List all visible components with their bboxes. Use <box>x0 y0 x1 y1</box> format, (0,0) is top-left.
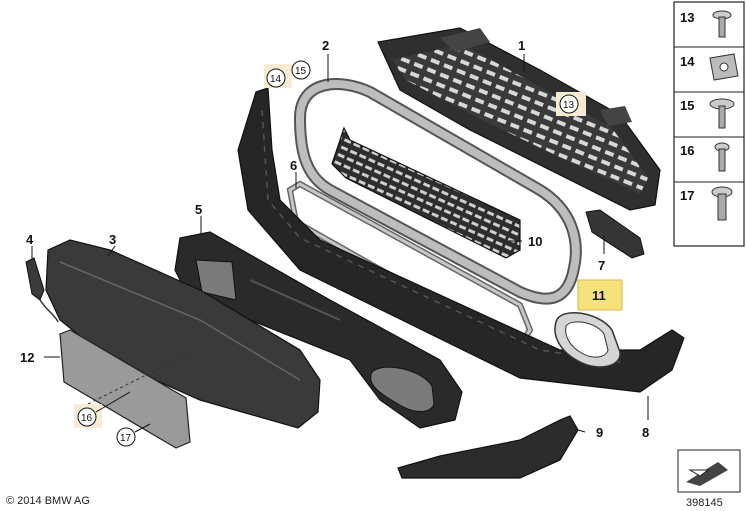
screw-13-icon <box>712 10 732 38</box>
circled-callouts: 14 15 13 16 17 <box>74 60 586 447</box>
sidebar-label-15: 15 <box>680 98 694 113</box>
part-2-grille-frame <box>293 78 582 305</box>
copyright-text: © 2014 BMW AG <box>6 495 90 507</box>
sidebar-label-17: 17 <box>680 188 694 203</box>
callout-4: 4 <box>26 232 34 247</box>
callout-5: 5 <box>195 202 202 217</box>
fastener-sidebar: 13 14 15 16 17 <box>673 1 745 247</box>
callout-7: 7 <box>598 258 605 273</box>
callout-8: 8 <box>642 425 649 440</box>
part-11-fog-ring <box>554 312 621 368</box>
screw-15-icon <box>709 98 735 129</box>
sidebar-label-13: 13 <box>680 10 694 25</box>
sidebar-label-16: 16 <box>680 143 694 158</box>
callout-11: 11 <box>592 288 606 303</box>
part-1-upper-grille <box>377 27 661 211</box>
nut-clip-14-icon <box>709 53 739 81</box>
part-5-lower-section <box>174 231 463 429</box>
callout-15: 15 <box>295 66 307 77</box>
callout-6: 6 <box>290 158 297 173</box>
screw-16-icon <box>714 142 730 172</box>
part-12-plate-bracket <box>59 329 191 449</box>
callout-10: 10 <box>528 234 542 249</box>
part-bumper-cover <box>237 87 685 393</box>
callout-1: 1 <box>518 38 525 53</box>
callout-17: 17 <box>120 433 132 444</box>
callout-9: 9 <box>596 425 603 440</box>
callout-2: 2 <box>322 38 329 53</box>
part-4-clip <box>25 257 59 323</box>
callout-3: 3 <box>109 232 116 247</box>
screw-17-icon <box>711 186 733 221</box>
callout-14: 14 <box>270 74 282 85</box>
sidebar-label-14: 14 <box>680 54 695 69</box>
diagram-number: 398145 <box>686 497 723 509</box>
callout-13: 13 <box>563 100 575 111</box>
callout-12: 12 <box>20 350 34 365</box>
callout-16: 16 <box>81 413 93 424</box>
part-3-lower-valance <box>45 239 321 429</box>
callout-11-highlight: 11 <box>577 279 623 311</box>
part-10-lower-grille <box>331 126 521 259</box>
callout-labels: 1 2 3 4 5 6 7 8 9 10 12 <box>20 38 649 440</box>
diagram-marker <box>677 449 741 493</box>
part-7-bracket <box>585 209 645 259</box>
